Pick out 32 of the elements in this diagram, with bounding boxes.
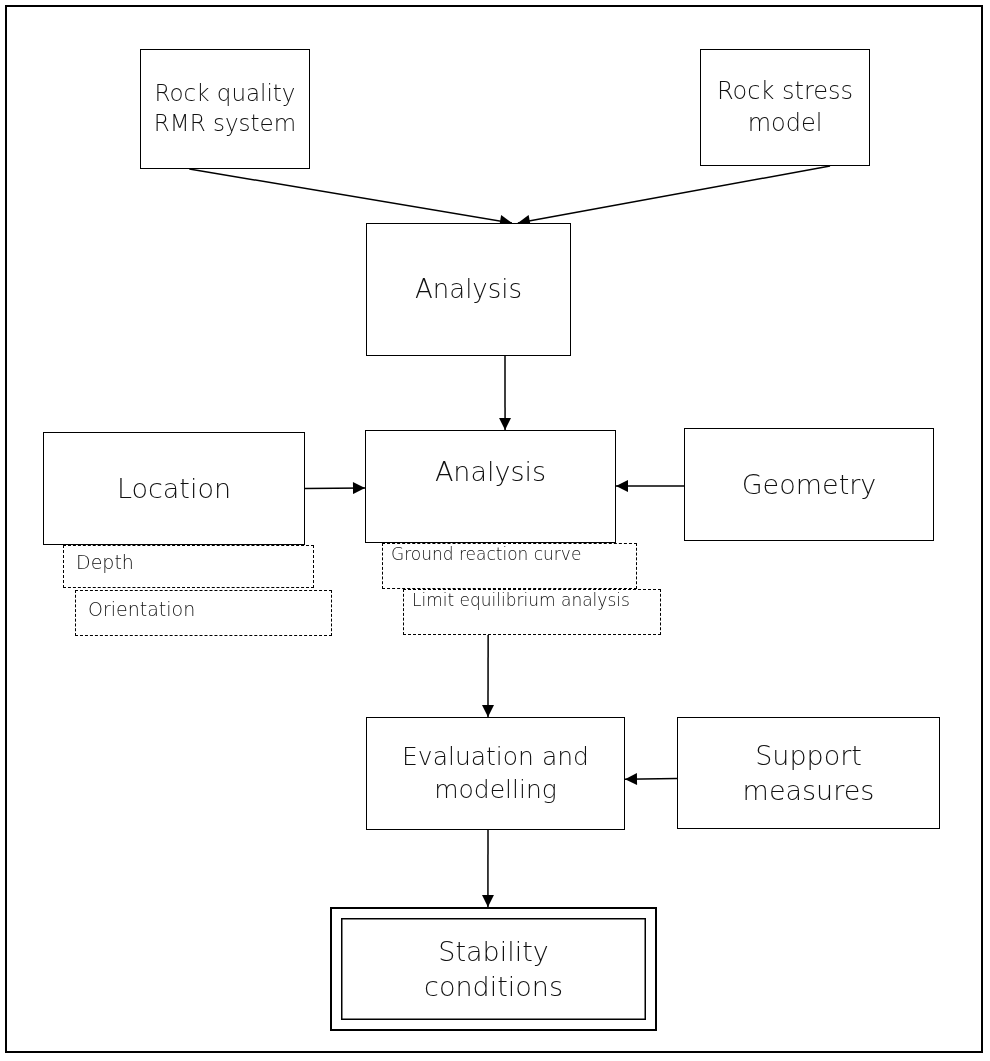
box-label: Analysis	[414, 272, 523, 306]
box-label: Limit equilibrium analysis	[412, 591, 630, 610]
box-label: Location	[116, 471, 232, 506]
dashed-box	[382, 543, 637, 589]
box-label: Support measures	[741, 738, 876, 808]
box-label: Rock stress model	[716, 76, 854, 139]
dashed-box	[75, 590, 332, 636]
process-box	[700, 49, 870, 166]
box-label: Geometry	[741, 467, 877, 502]
result-box	[330, 907, 657, 1031]
process-box	[677, 717, 940, 829]
process-box	[684, 428, 934, 541]
dashed-box	[403, 589, 661, 635]
box-label: Rock quality RMR system	[152, 79, 298, 138]
arrow	[615, 480, 685, 493]
box-label: Orientation	[88, 599, 196, 620]
process-box	[366, 223, 571, 356]
arrow	[624, 773, 678, 785]
process-box	[365, 430, 616, 543]
arrow	[304, 482, 366, 495]
box-label: Evaluation and modelling	[401, 741, 590, 806]
arrow	[481, 829, 494, 908]
box-label: Ground reaction curve	[391, 545, 582, 564]
process-box	[140, 49, 310, 169]
process-box	[366, 717, 625, 830]
arrow	[499, 355, 512, 431]
process-box	[43, 432, 305, 545]
box-label: Analysis	[434, 454, 547, 489]
arrow	[482, 634, 494, 718]
dashed-box	[63, 545, 314, 588]
box-label: Stability conditions	[423, 934, 564, 1004]
box-label: Depth	[76, 552, 134, 573]
